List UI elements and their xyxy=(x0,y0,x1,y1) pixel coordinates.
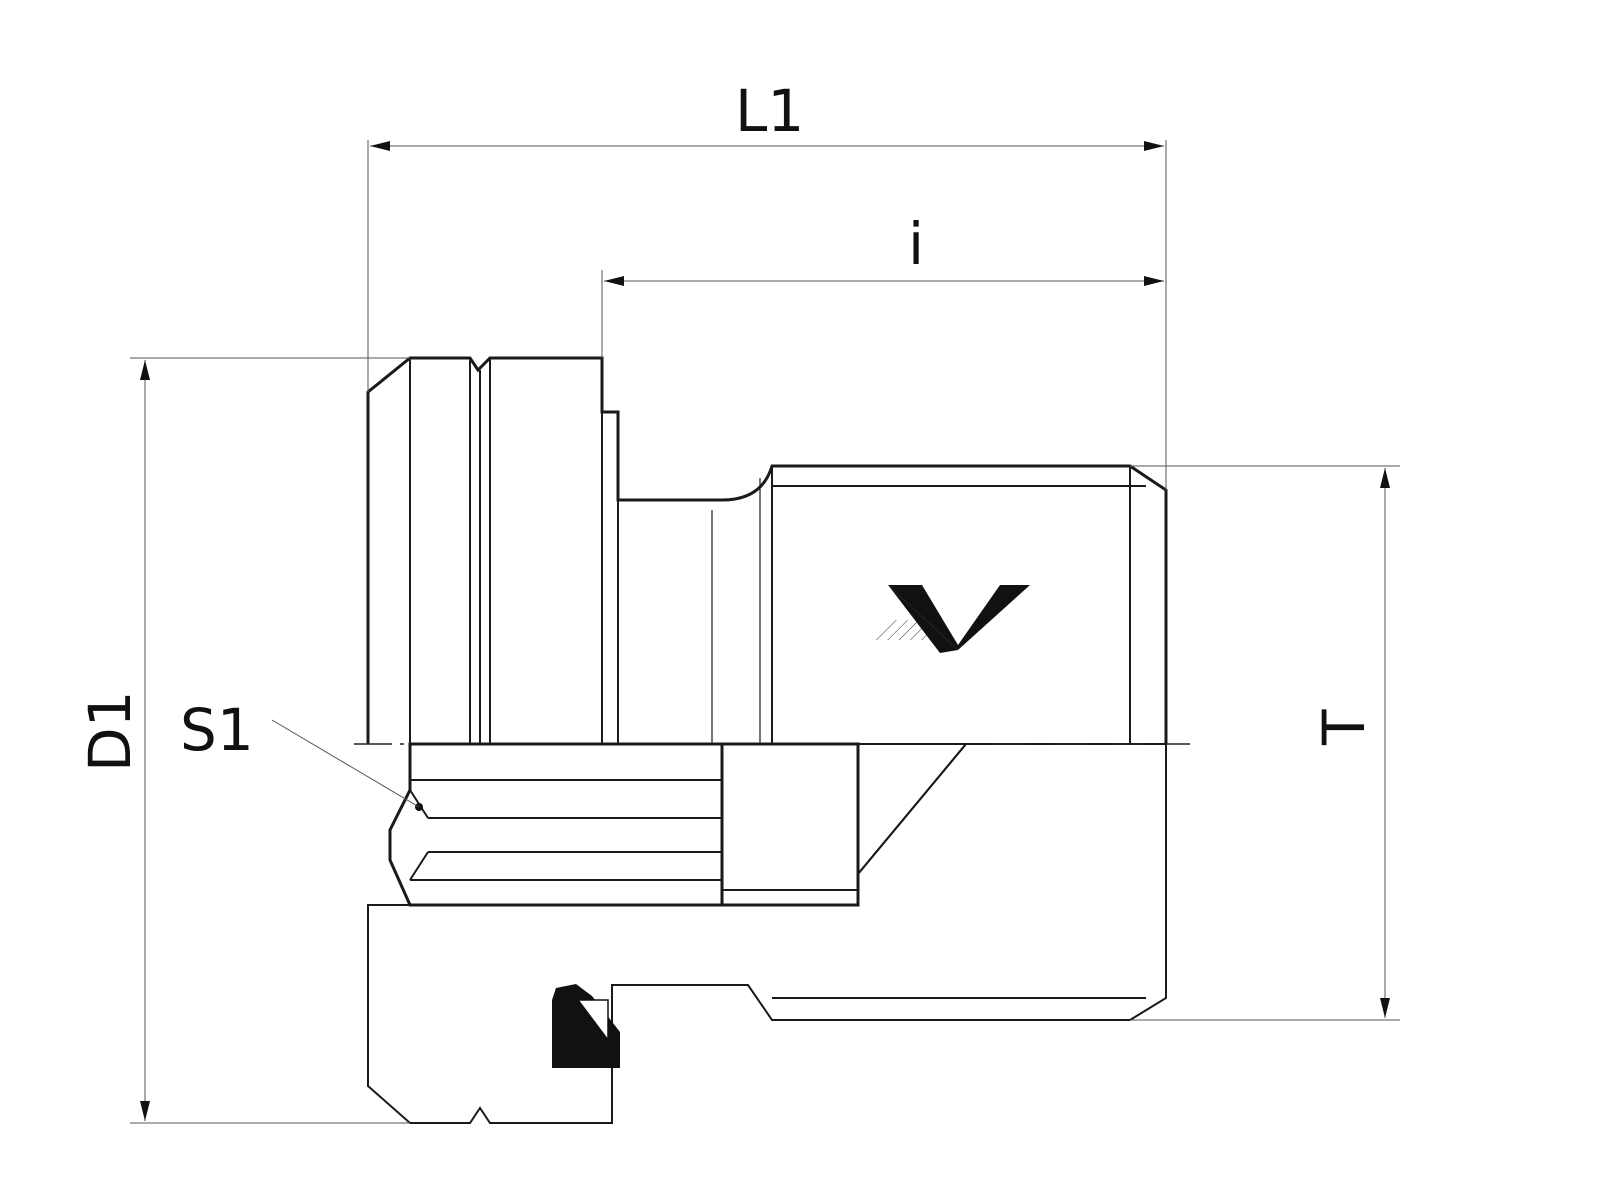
extension-lines xyxy=(130,140,1400,1124)
dimension-L1: L1 xyxy=(370,77,1164,151)
dimension-S1: S1 xyxy=(180,696,420,808)
label-L1: L1 xyxy=(735,77,804,145)
section-details xyxy=(388,742,1146,1068)
o-ring-seal xyxy=(552,984,620,1068)
label-T: T xyxy=(1310,709,1378,746)
surface-finish-symbol xyxy=(866,585,1030,653)
section-hatch xyxy=(367,743,1167,1124)
label-i: i xyxy=(908,210,924,278)
dimension-D1: D1 xyxy=(76,360,150,1121)
plug-outline xyxy=(354,356,1190,745)
label-S1: S1 xyxy=(180,696,254,764)
dimension-i: i xyxy=(604,210,1164,286)
label-D1: D1 xyxy=(76,690,144,772)
dimension-T: T xyxy=(1310,468,1390,1018)
